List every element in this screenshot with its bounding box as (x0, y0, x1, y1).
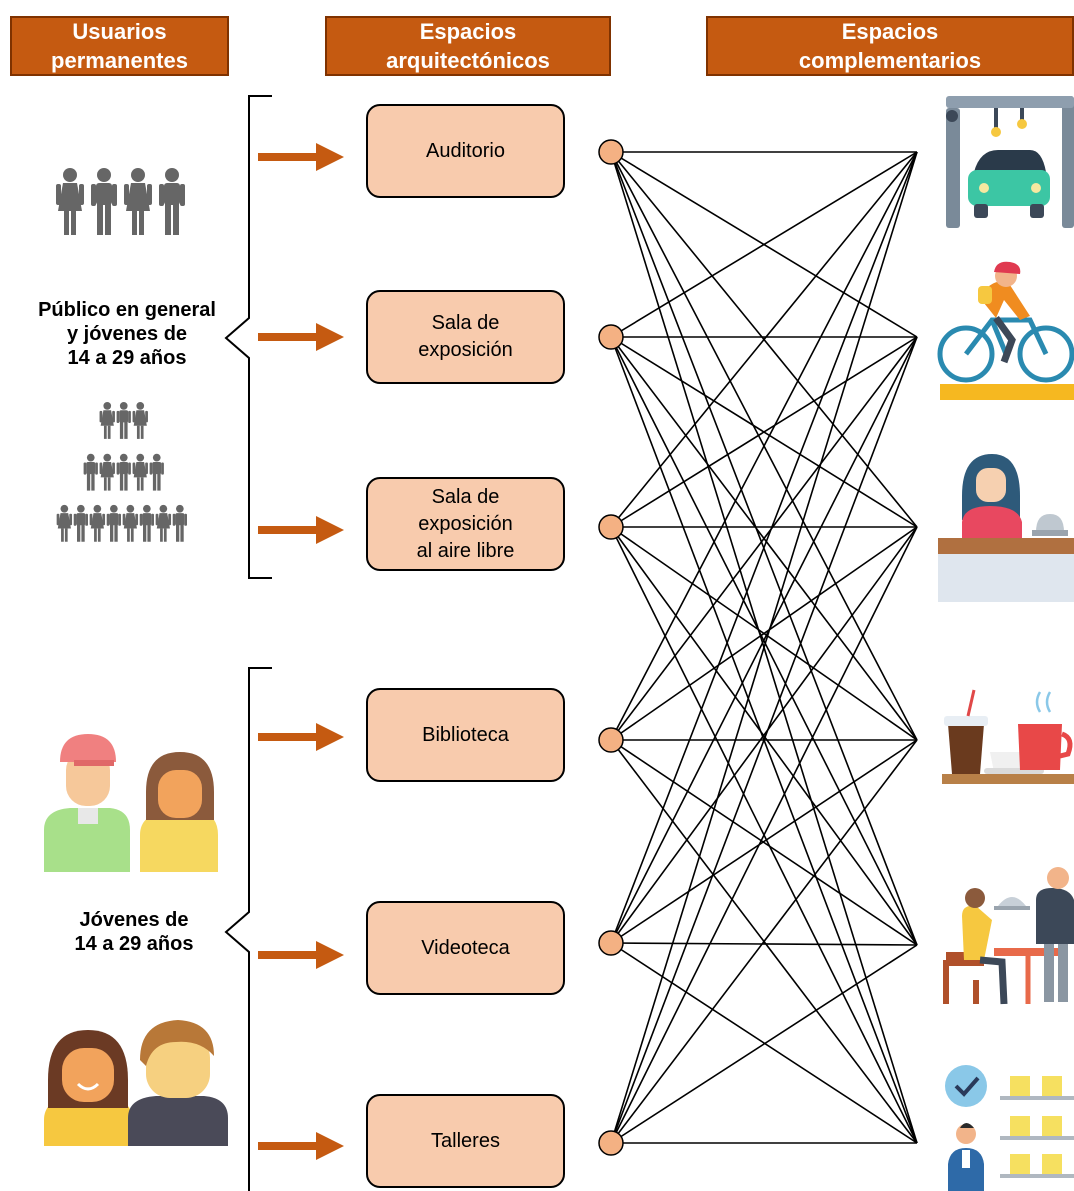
restaurant-waiter-icon (943, 867, 1074, 1005)
space-box-biblioteca: Biblioteca (366, 688, 565, 782)
arrow-right-icon (258, 723, 344, 751)
connection-line (610, 151, 918, 741)
connection-line (610, 526, 918, 944)
space-box-sala-aire-libre: Sala de exposición al aire libre (366, 477, 565, 571)
user-group-label-2: Jóvenes de 14 a 29 años (74, 909, 194, 955)
connection-node (598, 139, 624, 165)
header-usuarios-permanentes: Usuarios permanentes (10, 16, 229, 76)
crowd-pyramid-icon (56, 402, 187, 542)
connection-node (598, 727, 624, 753)
arrows (258, 143, 344, 1160)
connection-line (610, 942, 918, 946)
nodes (598, 139, 624, 1156)
bracket-group-2 (224, 667, 272, 1191)
people-group-icon (56, 168, 185, 235)
connection-line (610, 151, 918, 528)
connection-line (610, 739, 918, 946)
arrow-right-icon (258, 323, 344, 351)
connection-lines (610, 151, 918, 1144)
arrow-right-icon (258, 516, 344, 544)
arrow-right-icon (258, 1132, 344, 1160)
connection-line (610, 336, 918, 1144)
space-box-talleres: Talleres (366, 1094, 565, 1188)
connection-line (610, 151, 918, 1144)
header-espacios-arquitectonicos: Espacios arquitectónicos (325, 16, 611, 76)
connection-line (610, 151, 918, 338)
connection-line (610, 336, 918, 741)
connection-line (610, 336, 918, 528)
space-box-sala-exposicion: Sala de exposición (366, 290, 565, 384)
reception-desk-icon (938, 454, 1074, 602)
header-espacios-complementarios: Espacios complementarios (706, 16, 1074, 76)
connection-line (610, 739, 918, 1144)
connection-node (598, 324, 624, 350)
bracket-group-1 (224, 95, 272, 579)
connection-node (598, 930, 624, 956)
connection-line (610, 151, 918, 944)
connection-node (598, 514, 624, 540)
arrow-right-icon (258, 143, 344, 171)
car-factory-icon (946, 96, 1074, 228)
connection-line (610, 526, 918, 1144)
space-box-videoteca: Videoteca (366, 901, 565, 995)
arrow-right-icon (258, 941, 344, 969)
storage-shelves-worker-icon (945, 1065, 1074, 1191)
connection-line (610, 739, 918, 944)
cyclist-icon (937, 261, 1074, 400)
space-box-auditorio: Auditorio (366, 104, 565, 198)
connection-node (598, 1130, 624, 1156)
coffee-cups-icon (942, 689, 1074, 784)
young-couple-icon (44, 1020, 228, 1146)
connection-line (610, 336, 918, 944)
user-group-label-1: Público en general y jóvenes de 14 a 29 … (38, 299, 216, 369)
connection-line (610, 944, 918, 1144)
teen-boy-girl-icon (44, 734, 218, 872)
connection-line (610, 526, 918, 741)
